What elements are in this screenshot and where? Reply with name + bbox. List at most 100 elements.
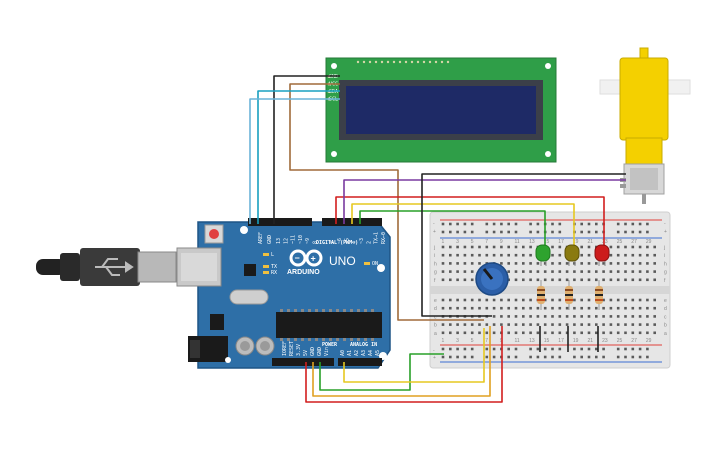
wire-lcd-sda	[257, 90, 340, 224]
breadboard-hole	[522, 253, 525, 257]
breadboard-hole	[441, 306, 445, 310]
breadboard-hole	[485, 347, 489, 351]
breadboard-hole	[624, 270, 627, 273]
breadboard-hole	[470, 331, 474, 335]
arduino-model-text: UNO	[329, 254, 356, 268]
breadboard-hole	[558, 298, 562, 302]
breadboard-hole	[463, 230, 467, 234]
breadboard-hole	[587, 315, 591, 318]
breadboard-hole	[536, 355, 540, 359]
breadboard-hole	[500, 230, 503, 234]
breadboard-hole	[478, 298, 481, 302]
breadboard-hole	[602, 270, 605, 273]
breadboard-hole	[470, 298, 474, 302]
column-number: 27	[631, 239, 637, 245]
digital-pin-label: 2	[366, 241, 372, 244]
breadboard-hole	[609, 331, 613, 335]
breadboard-hole	[558, 306, 562, 310]
column-number: 23	[602, 338, 608, 344]
analog-pin-label: A0	[340, 350, 346, 356]
wire-black-motor	[421, 173, 626, 317]
wire-red-led	[335, 196, 605, 250]
breadboard-hole	[478, 245, 481, 249]
svg-text:−: −	[295, 253, 300, 263]
breadboard-hole	[602, 298, 605, 302]
breadboard-hole	[624, 331, 627, 335]
breadboard-hole	[551, 270, 554, 273]
breadboard-hole	[587, 355, 591, 359]
breadboard-hole	[470, 347, 474, 351]
breadboard-hole	[638, 253, 642, 257]
breadboard-hole	[624, 347, 627, 351]
digital-pin-label: ~10	[298, 235, 304, 244]
breadboard-hole	[646, 331, 649, 335]
wire-purple-motor	[343, 179, 626, 224]
arduino-infinity-logo	[289, 249, 323, 267]
breadboard-hole	[543, 270, 547, 273]
breadboard-hole	[456, 306, 459, 310]
breadboard-hole	[536, 230, 540, 234]
breadboard-hole	[616, 230, 620, 234]
breadboard-hole	[492, 298, 496, 302]
digital-pin-label: RX←0	[381, 232, 387, 244]
row-letter: b	[664, 323, 667, 329]
breadboard-hole	[616, 347, 620, 351]
breadboard-hole	[449, 347, 452, 351]
digital-pin-label: ~6	[337, 238, 343, 244]
breadboard-hole	[580, 347, 583, 351]
breadboard-hole	[463, 270, 467, 273]
wire-green-led	[359, 210, 546, 250]
breadboard-hole	[456, 270, 459, 273]
breadboard-hole	[529, 245, 532, 249]
breadboard-hole	[507, 262, 510, 265]
breadboard-hole	[646, 355, 649, 359]
breadboard-hole	[456, 298, 459, 302]
breadboard-hole	[543, 355, 547, 359]
breadboard-hole	[449, 331, 452, 335]
breadboard-hole	[551, 355, 554, 359]
power-pin-label: 3.3V	[296, 344, 302, 356]
breadboard-hole	[624, 222, 627, 226]
breadboard-hole	[536, 306, 540, 310]
breadboard-hole	[638, 222, 642, 226]
breadboard-hole	[616, 306, 620, 310]
row-letter: j	[433, 245, 435, 251]
column-number: 11	[515, 338, 520, 344]
breadboard-hole	[485, 298, 489, 302]
breadboard-hole	[558, 331, 562, 335]
breadboard-hole	[595, 222, 598, 226]
breadboard-hole	[573, 331, 576, 335]
breadboard-hole	[616, 331, 620, 335]
breadboard-hole	[449, 306, 452, 310]
row-letter: f	[664, 278, 666, 284]
breadboard-hole	[463, 253, 467, 257]
breadboard-hole	[529, 323, 532, 326]
breadboard-hole	[558, 245, 562, 249]
breadboard-hole	[638, 306, 642, 310]
analog-header-label: ANALOG IN	[350, 342, 377, 348]
breadboard-hole	[514, 347, 518, 351]
breadboard-hole	[492, 230, 496, 234]
breadboard-hole	[609, 245, 613, 249]
breadboard-hole	[507, 270, 510, 273]
power-header-label: POWER	[322, 342, 338, 348]
breadboard-hole	[543, 278, 547, 282]
breadboard-hole	[543, 262, 547, 265]
breadboard-hole	[551, 230, 554, 234]
breadboard-hole	[441, 222, 445, 226]
breadboard-hole	[449, 355, 452, 359]
breadboard-hole	[514, 245, 518, 249]
breadboard-hole	[536, 315, 540, 318]
breadboard-hole	[449, 222, 452, 226]
breadboard-hole	[602, 323, 605, 326]
analog-pin-label: A4	[368, 350, 374, 356]
breadboard-hole	[485, 245, 489, 249]
breadboard-hole	[529, 315, 532, 318]
led-red	[594, 244, 610, 266]
breadboard-hole	[646, 315, 649, 318]
breadboard-hole	[529, 222, 532, 226]
